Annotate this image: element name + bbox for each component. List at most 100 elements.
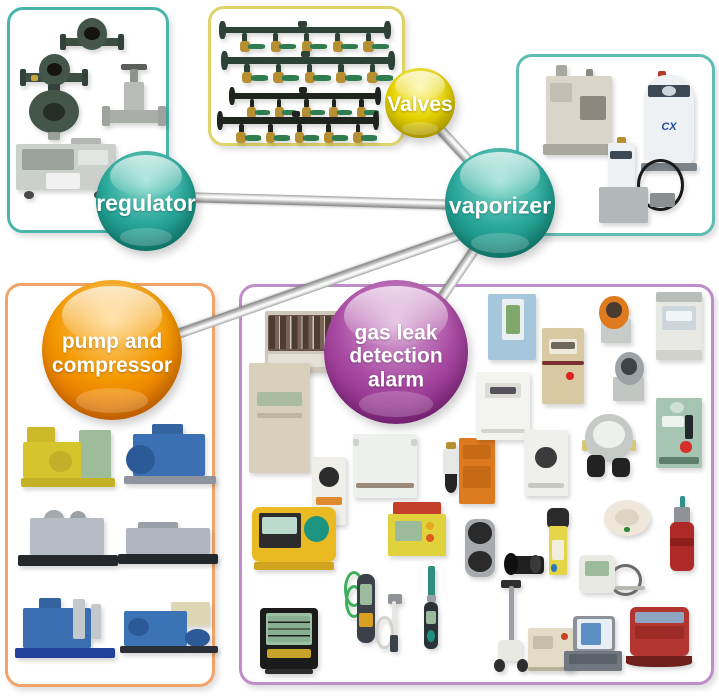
vaporizer-cylinder-photo-part bbox=[662, 86, 676, 96]
round-diaphragm-meter-photo-part bbox=[592, 420, 626, 449]
relief-valve-photo-part bbox=[123, 81, 145, 115]
relief-valve-photo-part bbox=[130, 68, 138, 84]
valve-stem bbox=[297, 124, 303, 133]
green-gas-meter-panel-photo-part bbox=[669, 402, 684, 414]
yellow-portable-dual-meter-photo-part bbox=[253, 562, 335, 570]
valve-handle-green bbox=[273, 135, 290, 141]
yellow-fixed-detector-red-top-photo-part bbox=[426, 534, 435, 543]
orange-flameproof-detector-photo-part bbox=[606, 302, 622, 318]
bubble-label-line: detection bbox=[349, 344, 443, 368]
vaporizer-cylinder-photo-part: CX bbox=[661, 121, 677, 133]
vaporizer-unit-boxy-photo-part bbox=[555, 65, 568, 80]
blue-vertical-compressor-photo-part bbox=[125, 444, 156, 475]
bubble-bottom-glow bbox=[358, 390, 434, 417]
valve-body-brass bbox=[270, 41, 281, 52]
vaporizer-unit-boxy-photo bbox=[543, 65, 615, 157]
valve-body-brass bbox=[241, 72, 253, 84]
category-bubble-valves[interactable]: Valves bbox=[385, 68, 455, 138]
ceiling-mount-detector-photo bbox=[604, 500, 650, 536]
red-portable-analyzer-photo-part bbox=[635, 612, 685, 623]
round-diaphragm-meter-photo-part bbox=[587, 454, 605, 478]
vaporizer-unit-boxy-photo-part bbox=[543, 144, 615, 156]
beige-wall-box-photo-part bbox=[256, 412, 303, 418]
green-gas-meter-panel-photo-part bbox=[679, 441, 692, 453]
blue-skid-pump-photo-part bbox=[15, 647, 115, 658]
valve-handle-green bbox=[254, 110, 271, 116]
yellow-tube-detector-photo bbox=[544, 508, 572, 578]
alarm-rack-panel-photo-part bbox=[269, 315, 335, 350]
green-antenna-handheld-photo-part bbox=[426, 595, 436, 603]
orange-explosion-proof-box-photo-part bbox=[463, 465, 491, 489]
valve-stem bbox=[273, 33, 279, 42]
yellow-compressor-photo-part bbox=[26, 427, 55, 444]
relief-valve-photo-part bbox=[158, 106, 166, 126]
valve-stem bbox=[355, 124, 361, 133]
yellow-tube-detector-photo-part bbox=[552, 540, 564, 560]
probe-wand-detector-photo-part bbox=[392, 601, 397, 638]
valve-handle-green bbox=[248, 44, 266, 50]
regulator-governor-photo-2 bbox=[20, 54, 88, 108]
gas-survey-cart-photo-part bbox=[498, 640, 523, 661]
valve-body-brass bbox=[273, 72, 284, 84]
valve-body-brass bbox=[247, 107, 257, 118]
vaporizer-unit-boxy-photo-part bbox=[550, 83, 572, 102]
bubble-label-line: vaporizer bbox=[448, 192, 552, 219]
pipe-flange-right bbox=[384, 21, 391, 39]
panel-gas-leak-products[interactable] bbox=[239, 284, 714, 685]
regulator-governor-photo-2-part bbox=[20, 69, 27, 87]
laptop-computer-photo bbox=[564, 616, 622, 674]
white-circle-sensor-box-photo-part bbox=[527, 482, 565, 489]
panel-regulator-products[interactable] bbox=[7, 7, 169, 233]
vaporizer-unit-boxy-photo-part bbox=[586, 68, 594, 82]
pipe-mount-nub bbox=[298, 20, 307, 27]
filter-regulator-unit-photo-part bbox=[443, 448, 459, 475]
red-holster-portable-photo-part bbox=[669, 537, 695, 546]
analyzer-bench-unit-photo-part bbox=[528, 667, 574, 671]
pipe-flange-right bbox=[388, 51, 395, 70]
white-lcd-detector-photo-part bbox=[666, 311, 692, 321]
bubble-bottom-glow bbox=[75, 387, 149, 413]
yellow-fixed-detector-red-top-photo-part bbox=[394, 521, 422, 542]
red-holster-portable-photo-part bbox=[669, 521, 695, 572]
valve-manifold-rail-4 bbox=[217, 109, 379, 149]
gray-dual-round-detector-photo-part bbox=[467, 550, 493, 573]
valve-stem bbox=[244, 64, 250, 73]
valve-body-brass bbox=[329, 107, 339, 118]
valve-body-brass bbox=[356, 107, 366, 118]
category-bubble-regulator[interactable]: regulator bbox=[96, 151, 196, 251]
manifold-pipe bbox=[232, 92, 378, 100]
bubble-gloss-highlight bbox=[394, 70, 446, 101]
green-gas-meter-panel-photo-part bbox=[685, 414, 693, 439]
vaporizer-small-unit-photo-part bbox=[650, 193, 675, 207]
category-bubble-vaporizer[interactable]: vaporizer bbox=[445, 148, 555, 258]
white-round-sensor-box-photo-part bbox=[318, 467, 340, 487]
valve-body-brass bbox=[323, 132, 334, 144]
panel-pump-compressor-products[interactable] bbox=[5, 283, 218, 687]
valve-stem bbox=[276, 99, 282, 108]
gray-flameproof-detector-photo bbox=[600, 352, 656, 406]
white-cabinet-box-photo-part bbox=[355, 482, 415, 488]
valve-stem bbox=[307, 64, 313, 73]
valve-body-brass bbox=[239, 41, 250, 52]
bubble-label-line: regulator bbox=[96, 190, 196, 217]
green-gas-meter-panel-photo-part bbox=[658, 456, 700, 464]
silver-skid-compressor-photo-2-part bbox=[138, 522, 178, 531]
silver-skid-compressor-photo-1 bbox=[18, 510, 118, 580]
valve-body-brass bbox=[304, 72, 315, 84]
blue-skid-pump-photo-part bbox=[39, 597, 61, 612]
regulator-unit-box-photo-part bbox=[22, 149, 74, 171]
blue-wall-detector-photo bbox=[488, 294, 536, 360]
valve-handle-green bbox=[313, 75, 331, 81]
silver-skid-compressor-photo-2 bbox=[118, 522, 218, 582]
regulator-round-photo-part bbox=[48, 132, 60, 140]
valve-handle-green bbox=[364, 110, 380, 116]
yellow-portable-dual-meter-photo-part bbox=[262, 517, 298, 535]
valve-body-brass bbox=[332, 41, 343, 52]
blue-skid-pump-photo-part bbox=[73, 599, 85, 639]
valve-stem bbox=[338, 64, 344, 73]
panel-valves-products[interactable] bbox=[208, 6, 405, 146]
valve-stem bbox=[369, 64, 375, 73]
relief-valve-photo-part bbox=[102, 106, 110, 126]
